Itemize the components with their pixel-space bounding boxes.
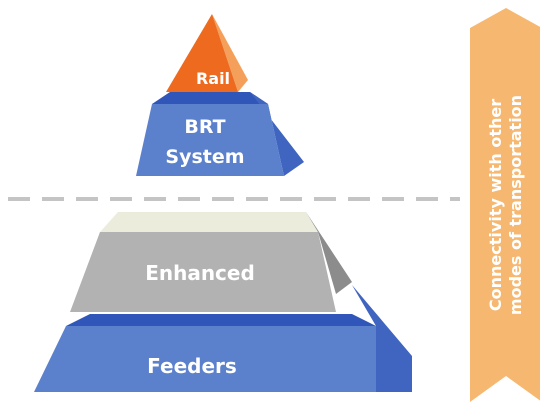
rail-front-face xyxy=(166,14,238,92)
brt-front-face xyxy=(136,104,284,176)
brt-label-line1: BRT xyxy=(184,116,225,138)
tier-brt-system: BRT System xyxy=(136,92,304,176)
brt-side-face xyxy=(250,92,304,176)
enhanced-label: Enhanced xyxy=(145,261,255,285)
feeders-label: Feeders xyxy=(147,354,237,378)
rail-side-face xyxy=(212,14,248,92)
connectivity-text-line2: modes of transportation xyxy=(506,95,525,315)
brt-label-line2: System xyxy=(165,146,244,168)
enhanced-top-face xyxy=(100,212,318,232)
feeders-front-face xyxy=(34,326,376,392)
connectivity-text-line1: Connectivity with other xyxy=(486,99,505,311)
rail-label: Rail xyxy=(196,69,230,88)
feeders-side-face xyxy=(352,285,412,392)
feeders-top-face xyxy=(66,314,376,326)
tier-rail: Rail xyxy=(166,14,248,92)
tier-enhanced: Enhanced xyxy=(70,212,352,312)
connectivity-banner-shape xyxy=(470,8,540,402)
brt-top-face xyxy=(152,92,268,104)
connectivity-banner: Connectivity with other modes of transpo… xyxy=(470,8,540,402)
enhanced-front-face xyxy=(70,232,336,312)
enhanced-side-face xyxy=(306,212,352,294)
tier-feeders: Feeders xyxy=(34,285,412,392)
